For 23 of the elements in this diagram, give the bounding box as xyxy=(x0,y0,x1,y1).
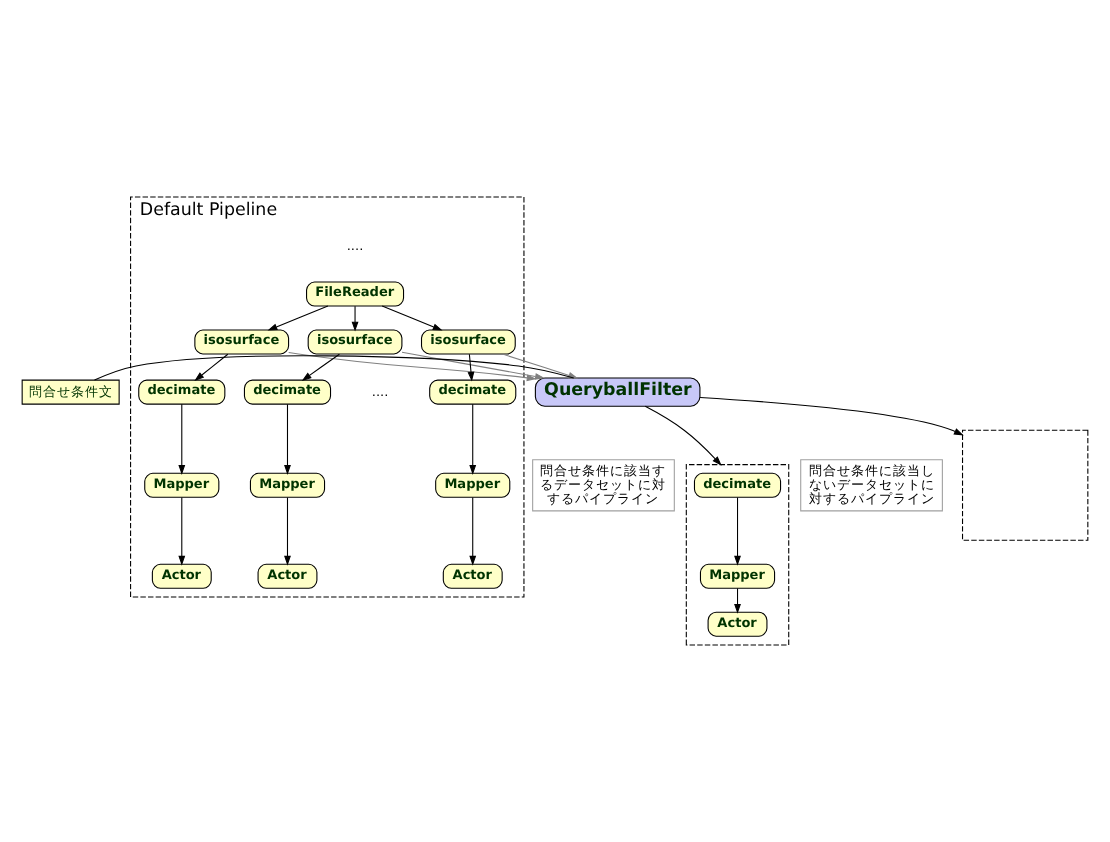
arrow xyxy=(469,403,477,475)
arrow xyxy=(178,403,186,475)
arrow xyxy=(699,396,964,436)
node-box: QueryballFilter xyxy=(534,377,701,407)
arrow xyxy=(381,305,443,331)
arrow xyxy=(351,305,359,332)
arrow xyxy=(178,497,186,566)
connector xyxy=(93,355,575,381)
arrow xyxy=(284,497,291,566)
arrow xyxy=(401,351,545,380)
arrow xyxy=(644,405,722,466)
arrow xyxy=(288,351,537,382)
arrow xyxy=(267,305,329,331)
arrow xyxy=(734,497,741,566)
node-box xyxy=(962,429,1089,541)
arrow xyxy=(734,587,741,614)
cluster xyxy=(685,464,790,646)
arrow xyxy=(502,353,579,379)
arrow xyxy=(194,353,229,381)
arrow xyxy=(301,353,340,381)
arrow xyxy=(284,403,291,475)
arrow xyxy=(469,497,477,566)
arrow xyxy=(467,353,475,382)
